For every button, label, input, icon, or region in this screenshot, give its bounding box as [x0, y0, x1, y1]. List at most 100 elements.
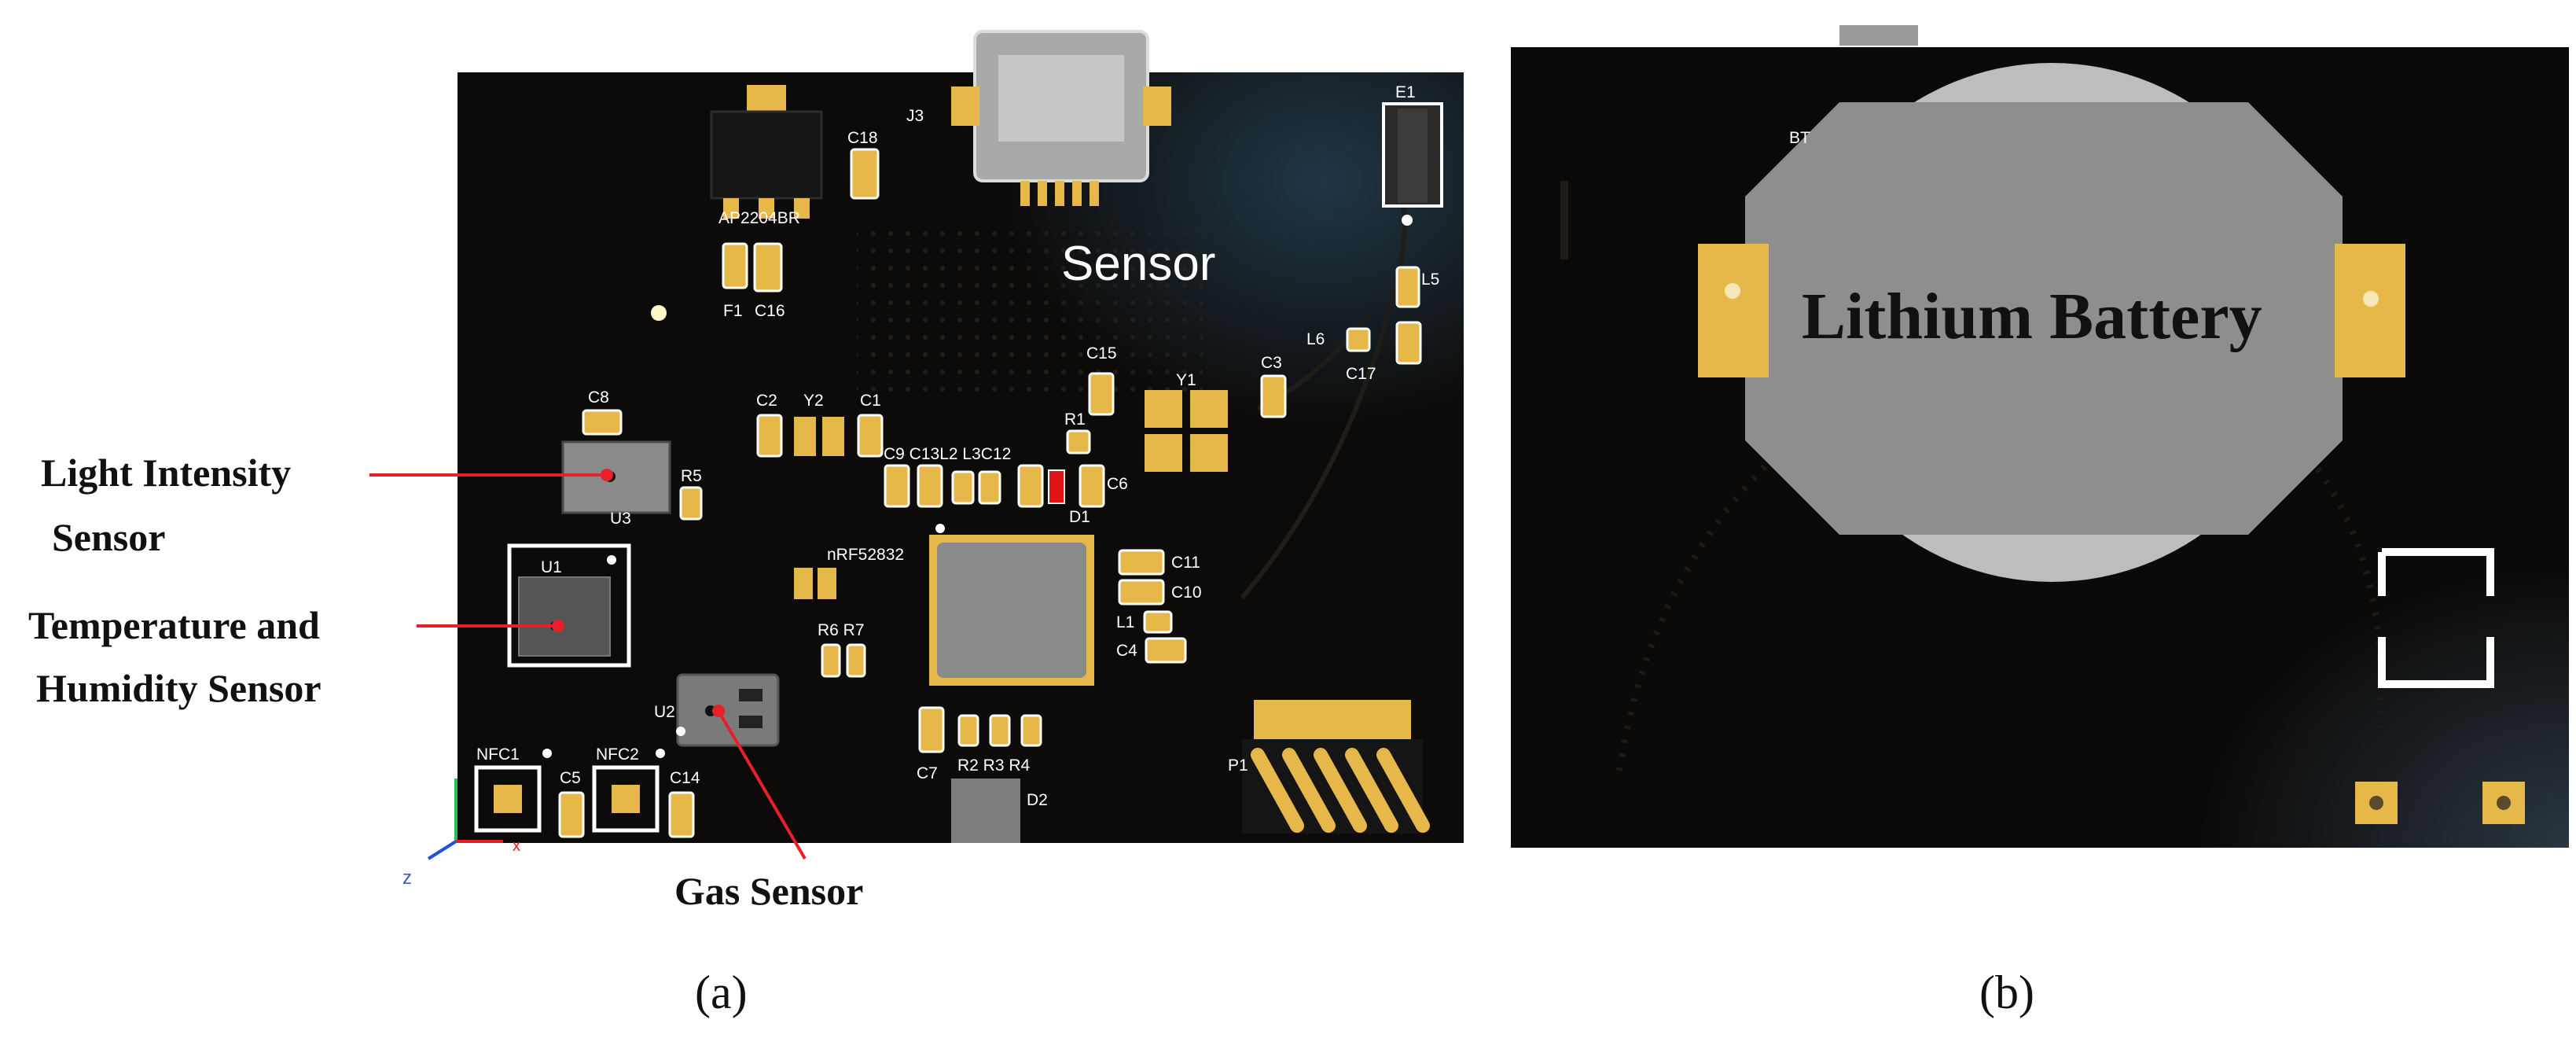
callout-light-line1: Light Intensity — [41, 451, 291, 495]
silk-r2r3r4: R2 R3 R4 — [957, 756, 1031, 775]
silk-r1: R1 — [1064, 410, 1086, 429]
nfc1-pad — [474, 749, 552, 833]
callout-gas: Gas Sensor — [674, 869, 863, 913]
cap-c3 — [1260, 374, 1287, 418]
silk-nfc1: NFC1 — [476, 745, 520, 764]
board-b: BT Lithium Battery — [1511, 25, 2569, 848]
header-p1 — [1242, 700, 1430, 834]
gas-sensor-u2 — [676, 673, 780, 747]
silk-c3: C3 — [1261, 354, 1282, 372]
usb-connector-j3 — [951, 30, 1171, 206]
panel-label-b: (b) — [1979, 966, 2034, 1018]
silk-ap2204br: AP2204BR — [718, 209, 800, 227]
silk-c2: C2 — [756, 392, 777, 410]
cap-c5 — [558, 791, 585, 838]
silkscreen-labels: AP2204BR C18 J3 E1 F1 C16 L5 L6 C17 C15 … — [476, 83, 1439, 809]
silk-d1: D1 — [1069, 508, 1090, 526]
res-r6 — [821, 643, 841, 678]
silk-p1: P1 — [1228, 756, 1248, 775]
board-title: Sensor — [1061, 237, 1215, 291]
ind-l2 — [951, 470, 975, 505]
silk-u1: U1 — [541, 558, 562, 576]
trace-arc — [2292, 438, 2384, 771]
callout-temp-line2: Humidity Sensor — [36, 666, 322, 710]
regulator-ap2204 — [710, 85, 823, 219]
cap-c7 — [918, 706, 945, 753]
res-r7 — [846, 643, 866, 678]
light-intensity-sensor-u3 — [561, 440, 671, 514]
silk-mcu: nRF52832 — [827, 546, 904, 564]
silk-c6: C6 — [1107, 475, 1128, 493]
silk-d2: D2 — [1027, 791, 1048, 809]
cap-c4 — [1145, 637, 1187, 664]
pad-pair — [794, 568, 836, 599]
cap-c13 — [917, 464, 943, 508]
diode-d1 — [1048, 469, 1065, 504]
trace-arc — [1240, 188, 1407, 599]
res-r5 — [679, 486, 703, 521]
ind-l1 — [1143, 610, 1173, 634]
silk-y1: Y1 — [1176, 371, 1196, 389]
silk-c9-group: C9 C13L2 L3C12 — [884, 445, 1011, 463]
silk-c1: C1 — [860, 392, 881, 410]
axis-z-label: z — [402, 867, 412, 889]
cap-c8 — [582, 409, 623, 436]
silk-c15: C15 — [1086, 344, 1117, 363]
silk-l5: L5 — [1421, 271, 1439, 289]
via-field — [857, 228, 1203, 401]
silk-l1: L1 — [1116, 613, 1134, 631]
silk-r6r7: R6 R7 — [818, 621, 865, 639]
silk-c18: C18 — [847, 129, 878, 147]
silk-nfc2: NFC2 — [596, 745, 639, 764]
cap-c9 — [884, 464, 910, 508]
silk-c11: C11 — [1171, 554, 1200, 572]
axis-x-label: x — [513, 837, 520, 855]
axis-gizmo: z x — [402, 778, 520, 889]
component-e1 — [1382, 102, 1443, 226]
ind-l3 — [978, 470, 1001, 505]
cap-c2 — [756, 414, 783, 458]
silk-c4: C4 — [1116, 642, 1137, 660]
silk-c16: C16 — [755, 302, 785, 320]
silk-e1: E1 — [1395, 83, 1416, 101]
cap-c12 — [1017, 464, 1044, 508]
silk-u3: U3 — [610, 510, 631, 528]
cap-c14 — [668, 791, 695, 838]
battery-label: Lithium Battery — [1802, 280, 2262, 353]
mcu-nrf52832 — [929, 524, 1094, 686]
cap-c6 — [1079, 464, 1105, 508]
silk-c10: C10 — [1171, 583, 1202, 602]
silk-c14: C14 — [670, 769, 700, 787]
cap-c17 — [1395, 321, 1422, 365]
board-a: z x AP2204BR C18 J3 E1 F1 C16 L5 L6 C17 … — [402, 30, 1464, 889]
silk-bt: BT — [1789, 129, 1810, 147]
silk-u2: U2 — [654, 703, 675, 721]
cap-c10 — [1118, 579, 1165, 605]
panel-label-a: (a) — [695, 966, 748, 1018]
cap-c15 — [1088, 372, 1115, 416]
silk-y2: Y2 — [803, 392, 824, 410]
cap-c1 — [857, 414, 884, 458]
temp-humidity-sensor-u1 — [507, 543, 631, 668]
silk-l6: L6 — [1306, 330, 1325, 348]
callout-light-line2: Sensor — [52, 515, 165, 559]
mounting-hole — [651, 305, 667, 321]
silk-c17: C17 — [1346, 365, 1376, 383]
res-r2 — [957, 714, 979, 747]
nfc2-pad — [592, 749, 665, 833]
cap-c11 — [1118, 549, 1165, 576]
silk-r5: R5 — [681, 467, 702, 485]
silk-f1: F1 — [723, 302, 743, 320]
silk-c5: C5 — [560, 769, 581, 787]
silk-c8: C8 — [588, 388, 609, 407]
cap-c16 — [753, 242, 783, 293]
callout-line-gas — [717, 709, 807, 860]
ind-l5 — [1395, 266, 1420, 308]
fuse-f1 — [722, 242, 748, 289]
res-r3 — [989, 714, 1011, 747]
res-r1 — [1066, 429, 1091, 455]
crystal-y2 — [794, 417, 844, 456]
test-pads — [2355, 782, 2525, 824]
crystal-y1 — [1145, 390, 1228, 472]
